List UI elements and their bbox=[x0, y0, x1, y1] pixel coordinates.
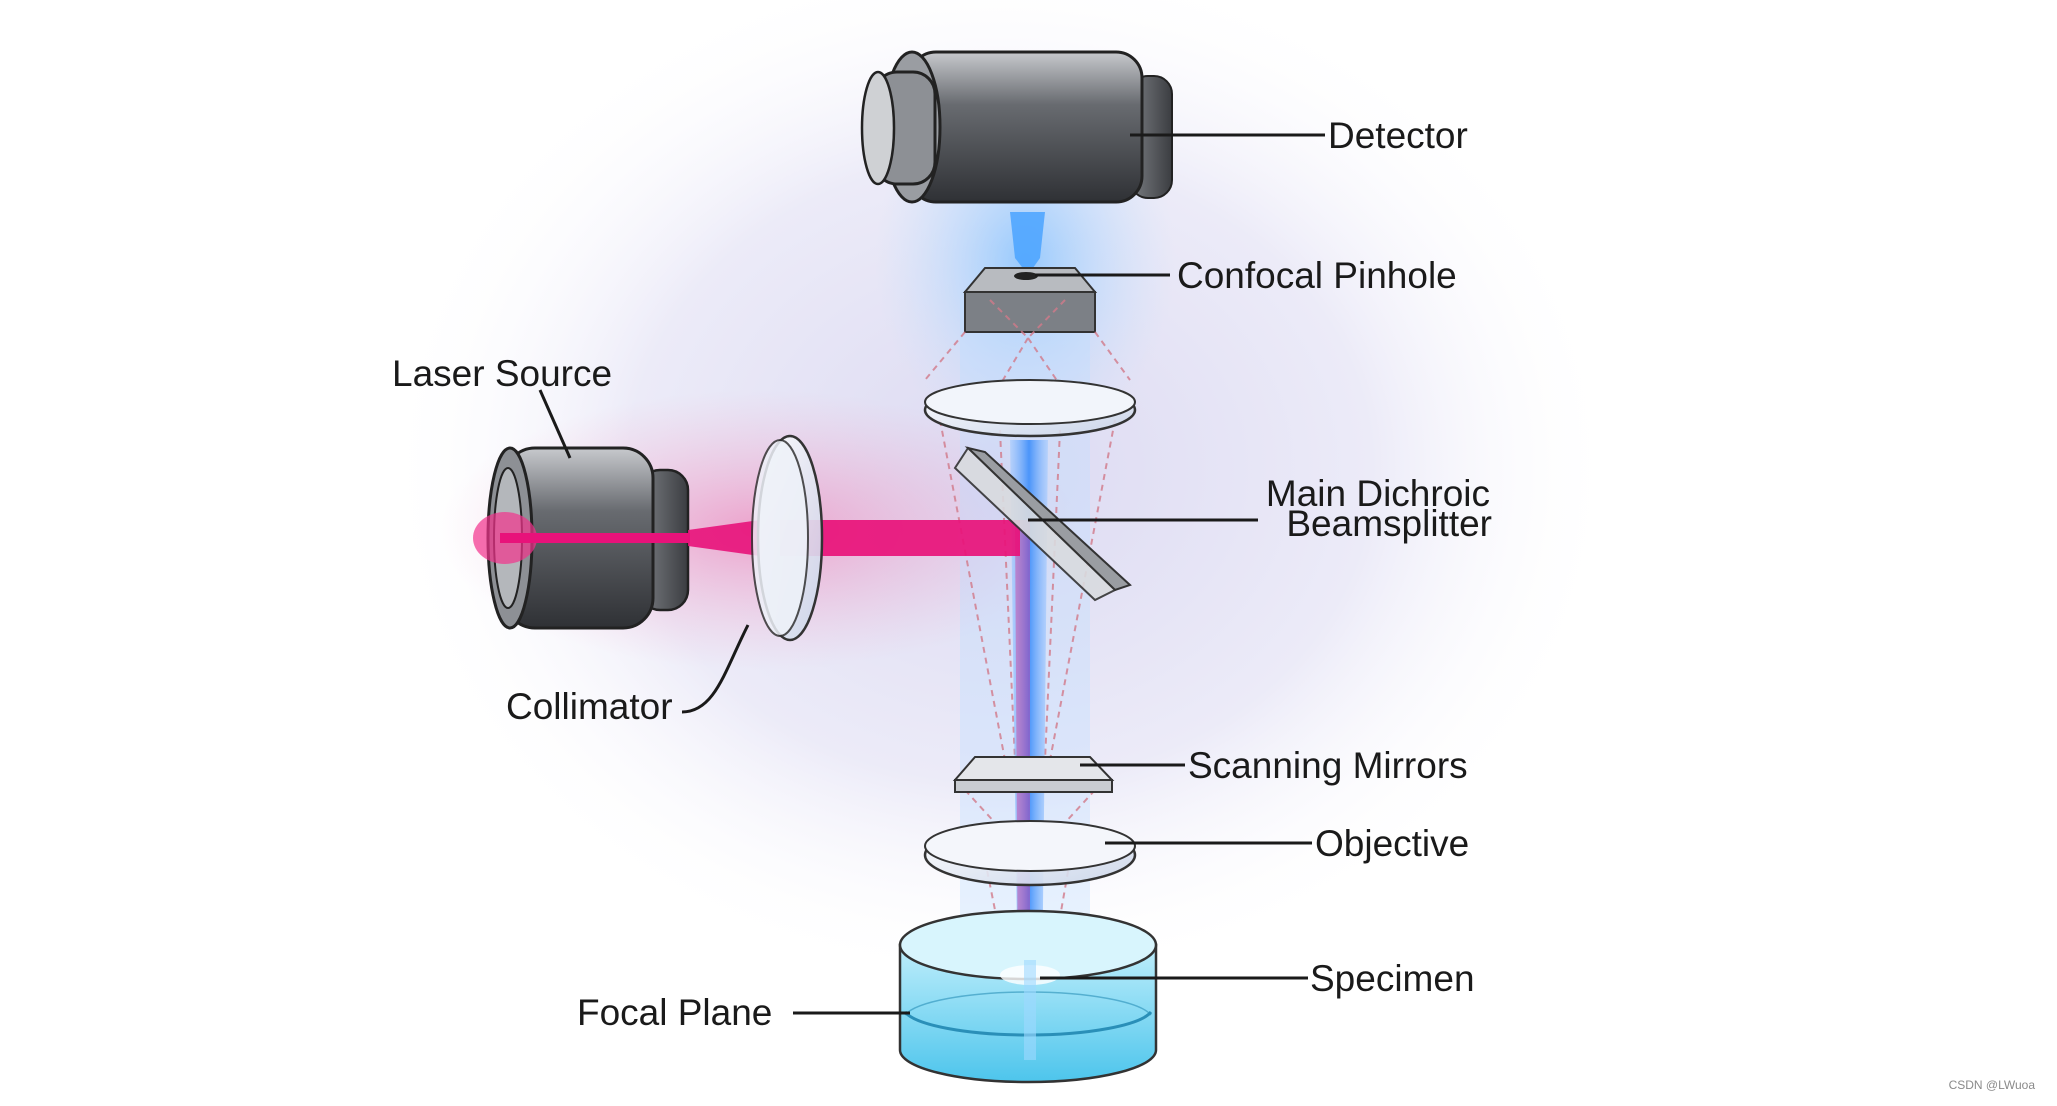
scanning-mirrors-icon bbox=[952, 756, 1115, 793]
specimen-dish-icon bbox=[898, 909, 1158, 1084]
label-main-dichroic-line2: Beamsplitter bbox=[1286, 503, 1492, 544]
collimator-icon bbox=[751, 434, 824, 642]
label-confocal-pinhole: Confocal Pinhole bbox=[1177, 255, 1457, 296]
confocal-pinhole-icon bbox=[962, 267, 1098, 333]
label-collimator: Collimator bbox=[506, 686, 673, 727]
label-specimen: Specimen bbox=[1310, 958, 1475, 999]
label-main-dichroic-line1: Main Dichroic bbox=[1266, 473, 1490, 514]
label-laser-source: Laser Source bbox=[392, 353, 612, 394]
label-detector: Detector bbox=[1328, 115, 1468, 156]
detector-beam bbox=[1010, 212, 1045, 258]
watermark: CSDN @LWuoa bbox=[1948, 1078, 2035, 1092]
leader-lines bbox=[538, 133, 1325, 1015]
tube-lens-icon bbox=[923, 379, 1137, 438]
objective-icon bbox=[923, 820, 1137, 887]
label-objective: Objective bbox=[1315, 823, 1469, 864]
label-focal-plane: Focal Plane bbox=[577, 992, 772, 1033]
label-scanning-mirrors: Scanning Mirrors bbox=[1188, 745, 1468, 786]
detector-icon bbox=[860, 50, 1173, 204]
